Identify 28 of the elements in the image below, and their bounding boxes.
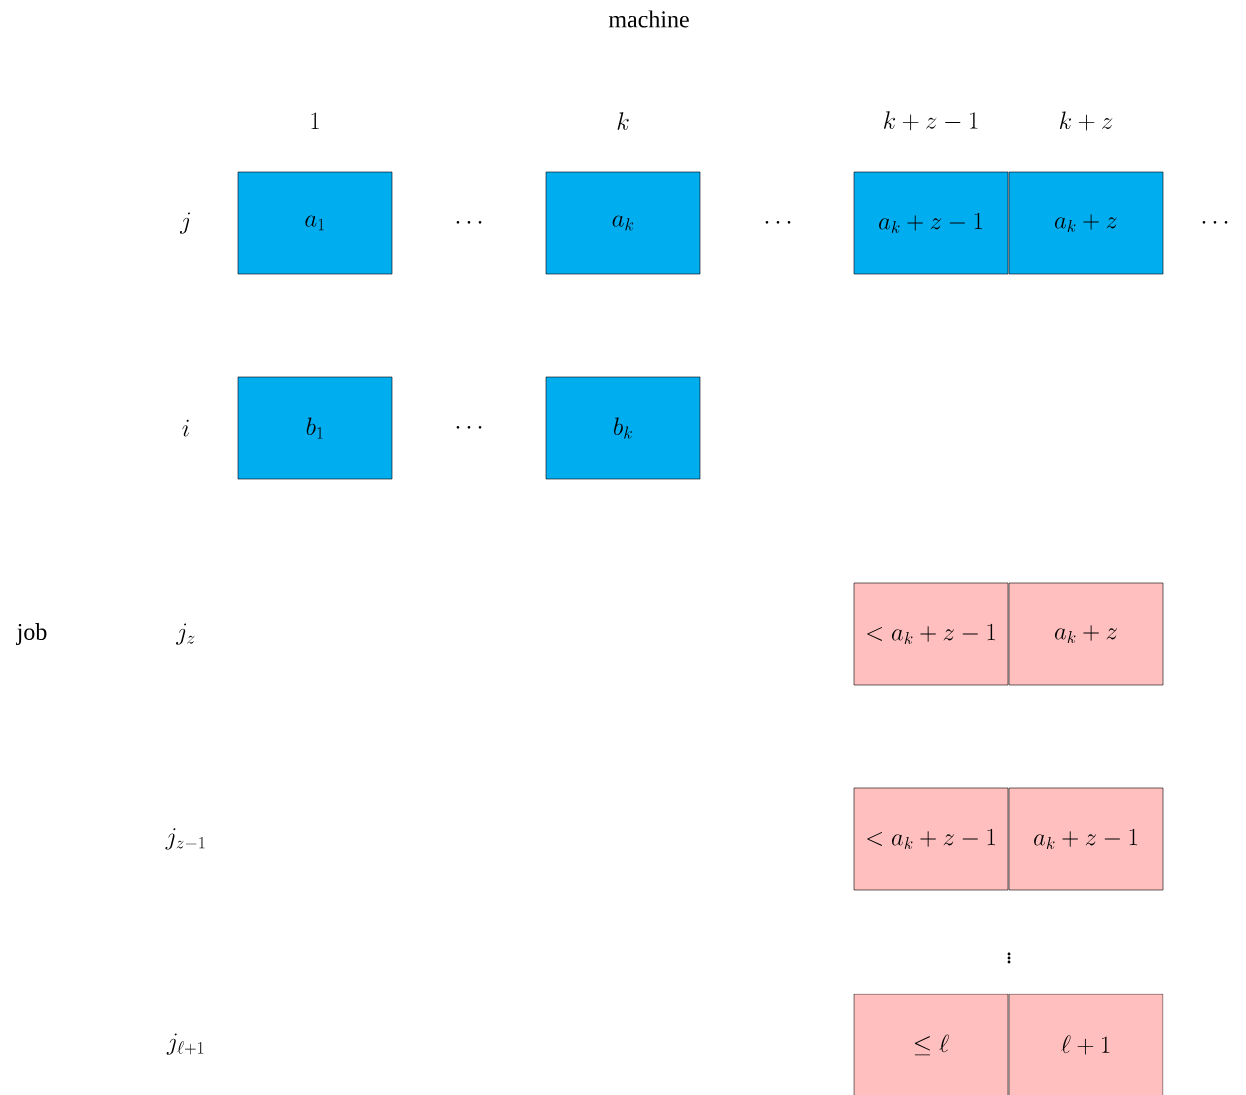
cell: $a_k+z-1$ [853,171,1009,275]
heading: machine [608,10,689,28]
row-label: $j_{z-1}$ [165,828,205,850]
cell: $\ell+1$ [1008,993,1164,1095]
row-label: $\cdots$ [456,221,482,224]
cell: $\leq \ell$ [853,993,1009,1095]
row-label: $j$ [179,212,190,234]
row-label: $k$ [617,112,629,130]
row-label: $\cdots$ [1202,221,1228,224]
row-label: $j_{\ell+1}$ [166,1033,204,1055]
row-label: $\cdots$ [456,426,482,429]
cell: $a_k+z-1$ [1008,787,1164,891]
axis-label: job [16,623,47,645]
row-label: $i$ [182,419,189,437]
row-label: $1$ [311,112,319,129]
cell: $b_1$ [237,376,393,480]
cell: $< a_k+z-1$ [853,787,1009,891]
cell: $a_k$ [545,171,701,275]
row-label: $\vdots$ [1007,952,1011,964]
row-label: $j_z$ [176,623,195,645]
cell: $a_k+z$ [1008,582,1164,686]
cell: $a_k+z$ [1008,171,1164,275]
row-label: $\cdots$ [765,221,791,224]
row-label: $k+z$ [1059,111,1113,131]
cell: $a_1$ [237,171,393,275]
row-label: $k+z-1$ [884,111,978,131]
cell: $< a_k+z-1$ [853,582,1009,686]
cell: $b_k$ [545,376,701,480]
